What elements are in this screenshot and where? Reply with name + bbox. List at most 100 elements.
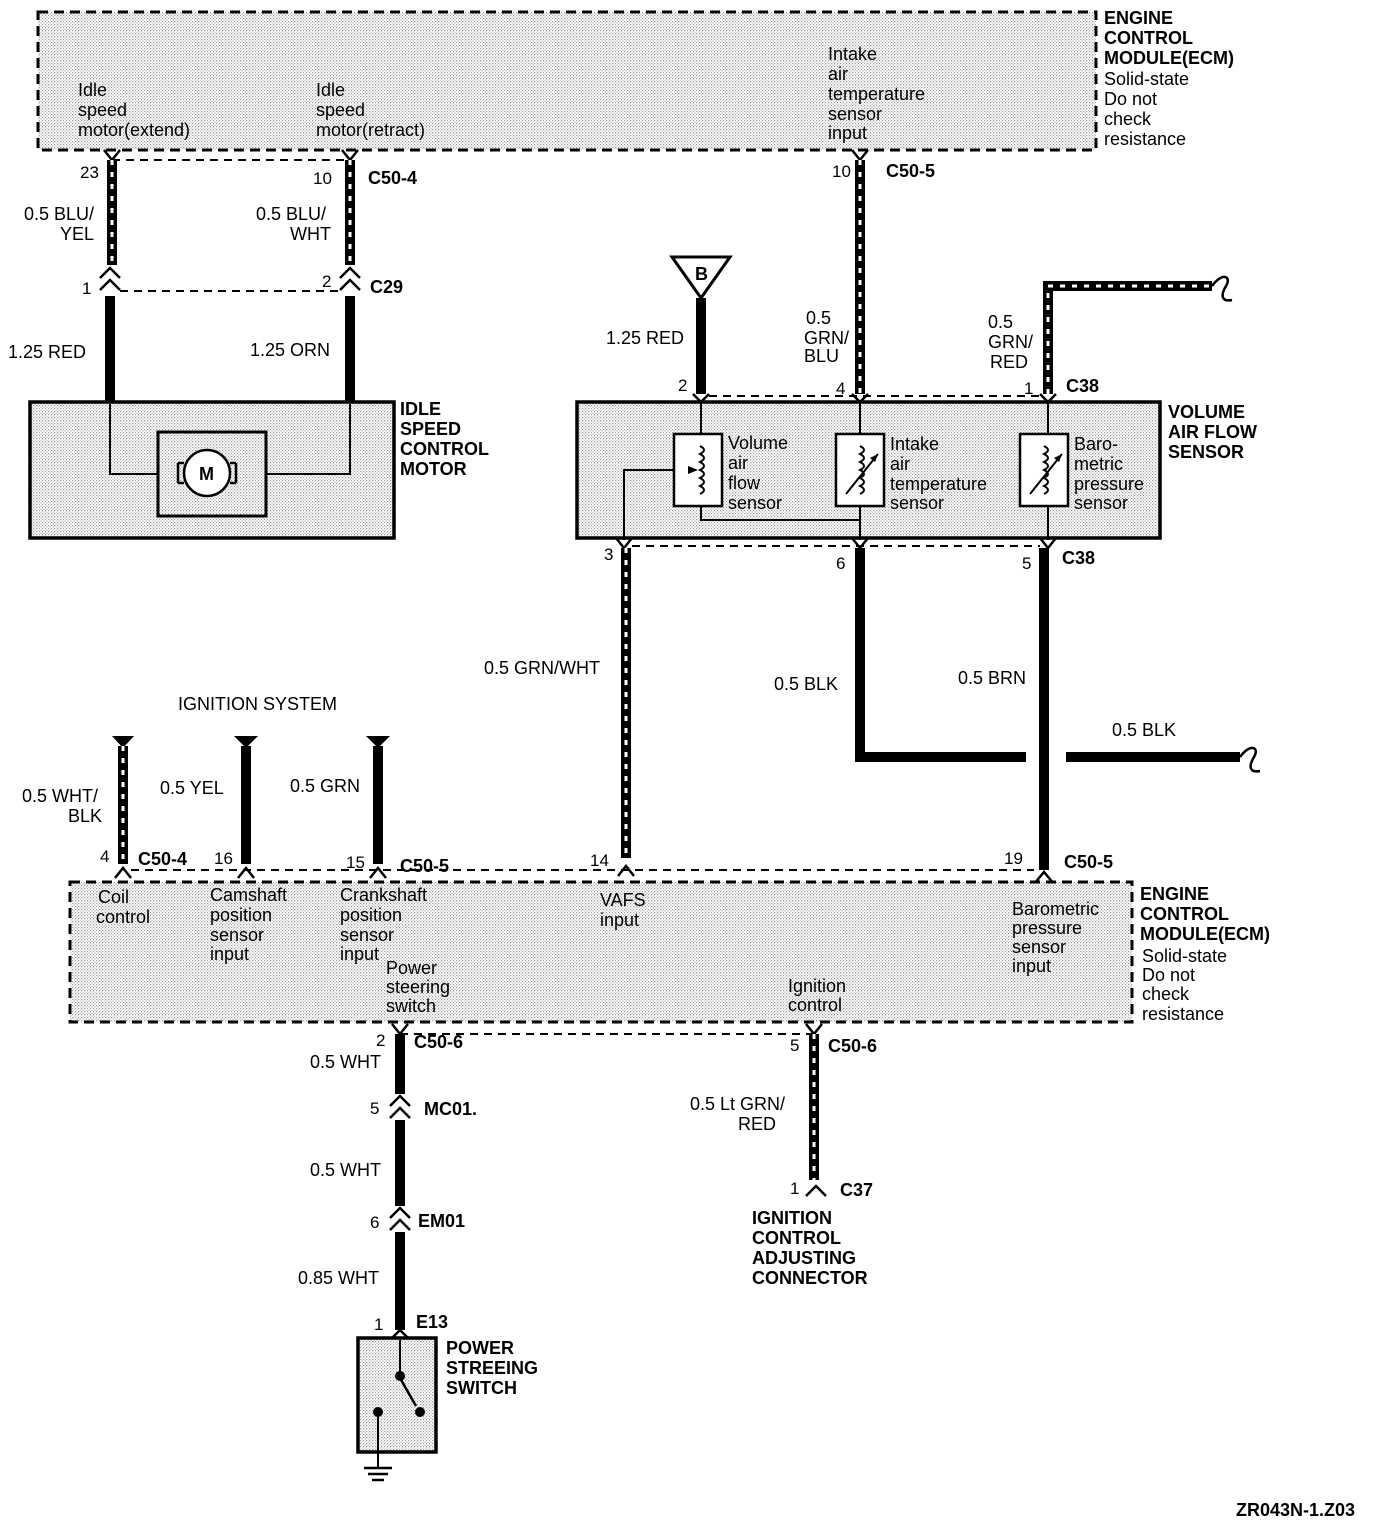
terminal-label-line: VAFS [600,890,646,910]
ecm-bottom-note-line: check [1142,984,1190,1004]
ps-label-line: STREEING [446,1358,538,1378]
resistor-coil-icon [697,445,705,495]
wire-label: 0.5 WHT [310,1160,381,1180]
connector-label-c50-6: C50-6 [828,1036,877,1056]
pin-number: 1 [82,279,91,298]
ps-switch-box [356,1336,438,1454]
component-label-line: sensor [1074,493,1128,513]
ign-label-line: CONNECTOR [752,1268,868,1288]
connector-label-e13: E13 [416,1312,448,1332]
resistor-coil-icon [1041,445,1049,495]
terminal-label-line: input [340,944,379,964]
connector-label-c50-4: C50-4 [368,168,417,188]
wire-blk [855,548,1026,762]
terminal-label-line: Idle [316,80,345,100]
component-label-line: temperature [890,474,987,494]
pin-number: 16 [214,849,233,868]
wire-label: 1.25 RED [8,342,86,362]
ground-ref-label: B [695,264,708,284]
ecm-top-terminal-idle-extend: Idle speed motor(extend) [78,80,190,140]
terminal-label-line: input [210,944,249,964]
terminal-label-line: sensor [210,925,264,945]
ecm-top-title-line: ENGINE [1104,8,1173,28]
terminal-label-line: Intake [828,44,877,64]
ecm-bottom-title-line: CONTROL [1140,904,1229,924]
wire-label: 0.5 Lt GRN/ [690,1094,785,1114]
pin-number: 6 [370,1213,379,1232]
isc-label-line: SPEED [400,419,461,439]
terminal-label-line: sensor [828,104,882,124]
ecm-bottom-note-line: Solid-state [1142,946,1227,966]
pin-number: 1 [790,1179,799,1198]
wire-label: 0.5 WHT/ [22,786,98,806]
wire-label: 0.5 GRN [290,776,360,796]
connector-label-c50-4: C50-4 [138,849,187,869]
connector-c37 [805,1184,827,1197]
terminal-label-line: Ignition [788,976,846,996]
terminal-label-line: speed [78,100,127,120]
wire-label: 0.5 [988,312,1013,332]
wire-label: RED [990,352,1028,372]
ps-label-line: SWITCH [446,1378,517,1398]
isc-motor-label: IDLE SPEED CONTROL MOTOR [400,399,489,479]
ecm-top-terminal-iat-input: Intake air temperature sensor input [828,44,925,143]
component-label-line: Volume [728,433,788,453]
ecm-terminal-coil: Coil control [96,887,150,927]
ecm-top-box [36,10,1098,152]
ignition-arrow-icons [112,736,390,748]
pin-number: 3 [604,545,613,564]
vaf-sensor-label: VOLUME AIR FLOW SENSOR [1168,402,1257,462]
pin-number: 2 [678,376,687,395]
pin-number: 10 [832,162,851,181]
terminal-label-line: sensor [1012,937,1066,957]
motor-symbol: M [199,464,214,484]
ecm-top-title-line: MODULE(ECM) [1104,48,1234,68]
component-label-line: air [890,454,910,474]
wire-label: 1.25 RED [606,328,684,348]
wire-label: BLU [804,346,839,366]
ign-label-line: CONTROL [752,1228,841,1248]
terminal-label-line: position [340,905,402,925]
isc-motor-housing [156,430,268,518]
pin-number: 5 [790,1036,799,1055]
terminal-label-line: motor(retract) [316,120,425,140]
ecm-terminal-baro: Barometric pressure sensor input [1012,899,1099,976]
terminal-label-line: Barometric [1012,899,1099,919]
connector-label-c38: C38 [1066,376,1099,396]
pin-number: 14 [590,851,609,870]
ecm-terminal-crank: Crankshaft position sensor input [340,885,427,964]
iat-component-label: Intake air temperature sensor [890,434,987,513]
pin-number: 2 [322,272,331,291]
isc-label-line: CONTROL [400,439,489,459]
terminal-label-line: pressure [1012,918,1082,938]
connector-label-em01: EM01 [418,1211,465,1231]
component-label-line: air [728,453,748,473]
terminal-label-line: input [828,123,867,143]
wire-label: 0.5 GRN/WHT [484,658,600,678]
vaf-internal-wiring [623,402,1049,540]
ecm-top-title-line: CONTROL [1104,28,1193,48]
wire-break-icon [1210,275,1233,302]
wire-label: 0.5 BRN [958,668,1026,688]
vaf-label-line: VOLUME [1168,402,1245,422]
component-label-line: flow [728,473,761,493]
wire-label: 0.5 BLU/ [24,204,94,224]
terminal-label-line: control [96,907,150,927]
vaf-label-line: AIR FLOW [1168,422,1257,442]
connector-label-c50-5: C50-5 [400,856,449,876]
variable-arrow-icon [845,453,879,495]
motor-brush-icon [176,461,238,485]
connector-label-c50-5: C50-5 [1064,852,1113,872]
ign-connector-label: IGNITION CONTROL ADJUSTING CONNECTOR [752,1208,868,1288]
terminal-label-line: sensor [340,925,394,945]
component-label-line: Baro- [1074,434,1118,454]
connector-label-c38: C38 [1062,548,1095,568]
component-label-line: sensor [728,493,782,513]
ign-label-line: IGNITION [752,1208,832,1228]
ign-label-line: ADJUSTING [752,1248,856,1268]
ps-label-line: POWER [446,1338,514,1358]
variable-arrow-icon [1029,453,1063,495]
terminal-label-line: control [788,995,842,1015]
terminal-label-line: temperature [828,84,925,104]
ecm-bottom-title-line: MODULE(ECM) [1140,924,1270,944]
